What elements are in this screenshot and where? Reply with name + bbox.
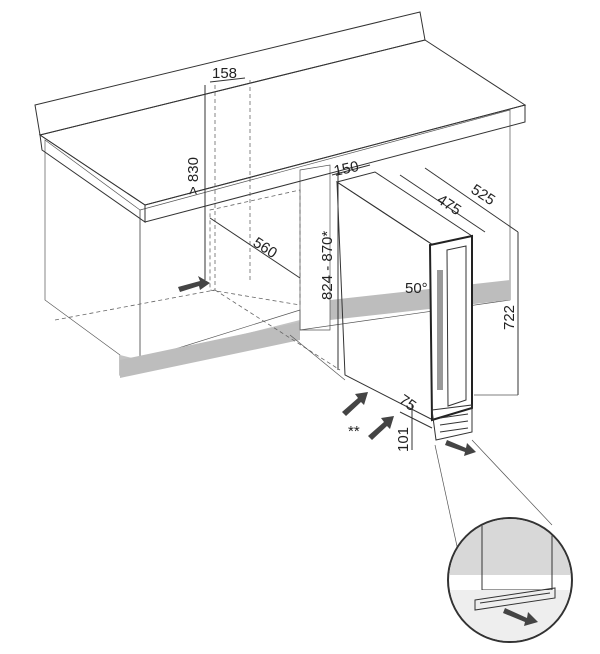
dim-total-depth: 525	[468, 181, 498, 209]
door-handle	[437, 270, 443, 390]
detail-callout	[434, 439, 573, 643]
arrow-icon	[342, 392, 368, 416]
dim-niche-depth: 560	[250, 234, 280, 262]
countertop	[34, 11, 527, 223]
footnote-marker: **	[348, 423, 360, 440]
wine-cooler	[335, 171, 474, 441]
dim-plinth-height: 101	[395, 427, 412, 452]
dim-height-range: 824 - 870*	[319, 231, 336, 300]
niche-opening	[209, 189, 301, 306]
ventilation-grille	[431, 404, 473, 441]
dim-body-height: 722	[501, 305, 518, 330]
arrow-icon	[503, 608, 538, 626]
dim-door-angle: 50°	[405, 280, 428, 297]
dim-niche-height: > 830	[185, 157, 202, 195]
niche-guides	[54, 77, 346, 381]
dim-appliance-width: 150	[332, 158, 360, 180]
dimension-lines	[331, 164, 519, 450]
arrow-icon	[445, 440, 476, 456]
dim-plinth-depth: 75	[396, 391, 419, 414]
arrow-icon	[178, 276, 210, 292]
door-glass	[446, 245, 467, 407]
cabinet-plinth-shadow	[120, 322, 300, 378]
arrow-icon	[368, 416, 394, 440]
dim-niche-width: 158	[212, 65, 237, 82]
airflow-arrows	[178, 276, 476, 456]
